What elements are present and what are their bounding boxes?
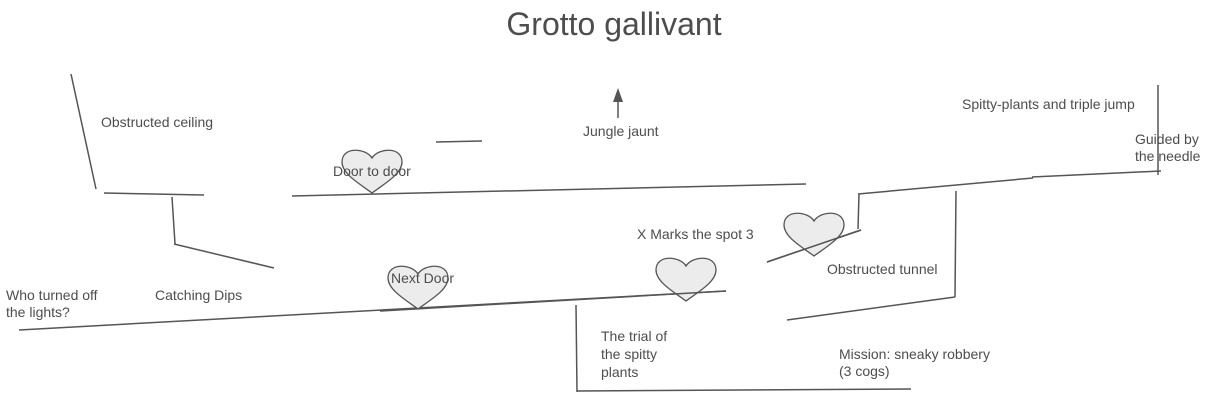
edge-tunnel-left-wall — [857, 193, 860, 230]
label-x-marks-spot[interactable]: X Marks the spot 3 — [637, 226, 754, 242]
heart-icon[interactable] — [341, 149, 403, 194]
label-guided-by-needle[interactable]: Guided by the needle — [1135, 131, 1201, 164]
edge-tunnel-floor — [786, 296, 956, 321]
label-mission-sneaky-robbery[interactable]: Mission: sneaky robbery (3 cogs) — [839, 346, 990, 379]
label-next-door[interactable]: Next Door — [391, 270, 455, 286]
edge-upper-floor — [291, 183, 807, 197]
label-jungle-jaunt[interactable]: Jungle jaunt — [583, 123, 659, 139]
diagram-title: Grotto gallivant — [506, 6, 722, 42]
label-door-to-door[interactable]: Door to door — [333, 163, 411, 179]
heart-icon[interactable] — [655, 257, 717, 302]
edge-dip-slope — [173, 243, 275, 269]
arrow-up-icon — [613, 88, 623, 102]
edge-lower-floor-overlay — [379, 290, 727, 312]
edge-trial-wall — [575, 304, 578, 393]
label-spitty-triple-jump[interactable]: Spitty-plants and triple jump — [962, 96, 1135, 112]
edge-needle-floor — [1031, 170, 1162, 178]
edge-tunnel-ceiling — [857, 177, 1034, 195]
label-catching-dips[interactable]: Catching Dips — [155, 287, 243, 303]
label-obstructed-ceiling[interactable]: Obstructed ceiling — [101, 114, 214, 130]
edge-tunnel-slope-overlay — [766, 229, 862, 263]
heart-icon[interactable] — [783, 212, 845, 257]
edge-ceiling-floor — [103, 192, 205, 196]
edge-ceiling-wall — [70, 73, 97, 190]
label-trial-spitty-plants[interactable]: The trial of the spitty plants — [601, 328, 668, 380]
edge-trial-floor — [576, 388, 912, 392]
label-who-turned-off-lights[interactable]: Who turned off the lights? — [6, 287, 98, 320]
edge-short-ledge — [435, 140, 483, 143]
label-obstructed-tunnel[interactable]: Obstructed tunnel — [827, 261, 938, 277]
edge-dip-drop — [171, 196, 176, 245]
edge-tunnel-right-wall — [954, 190, 957, 298]
